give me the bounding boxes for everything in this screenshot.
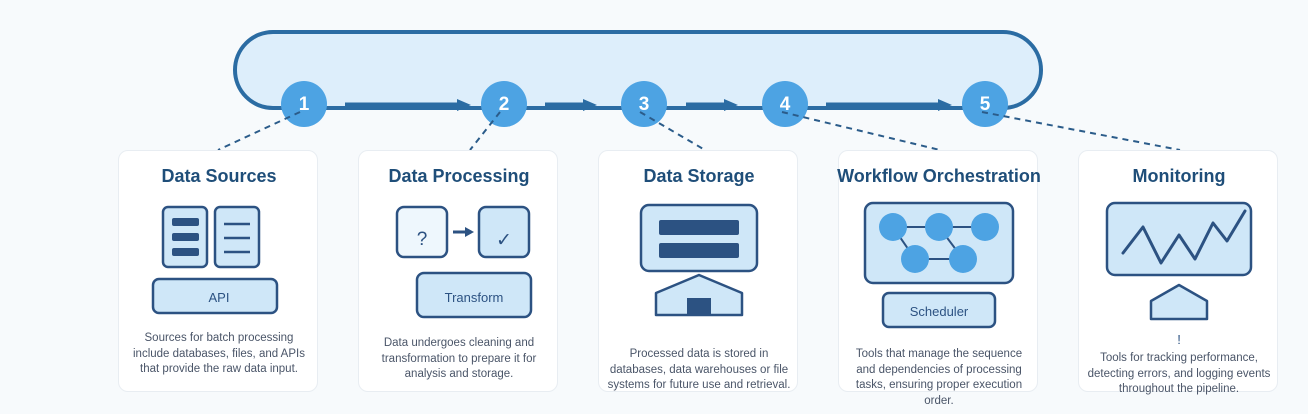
card-description: Data undergoes cleaning and transformati…	[381, 337, 537, 380]
card-title: Workflow Orchestration	[837, 166, 1041, 186]
pipeline-step-2[interactable]: 2	[481, 81, 527, 127]
card-title: Data Storage	[643, 166, 755, 186]
arrow-right-icon	[545, 99, 597, 111]
data-sources-illustration	[151, 205, 279, 315]
arrow-right-icon	[686, 99, 738, 111]
arrow-right-icon	[826, 99, 952, 111]
card-monitoring[interactable]: Monitoring ! Tools for tracking performa…	[1078, 150, 1278, 395]
pipeline-step-3[interactable]: 3	[621, 81, 667, 127]
transform-pill	[415, 271, 533, 319]
card-workflow-orchestration[interactable]: Workflow Orchestration Scheduler Tools t…	[837, 150, 1041, 407]
workflow-orchestration-illustration	[863, 201, 1015, 329]
check-box-icon	[477, 205, 531, 259]
alert-icon-label: !	[1177, 332, 1181, 347]
pipeline-step-3-label: 3	[638, 93, 650, 115]
card-title: Monitoring	[1132, 166, 1226, 186]
pipeline-step-4-label: 4	[779, 93, 791, 115]
monitoring-illustration	[1105, 201, 1253, 321]
check-box-label: ✓	[496, 230, 512, 251]
card-description: Processed data is stored in databases, d…	[607, 348, 791, 391]
pipeline-step-1[interactable]: 1	[281, 81, 327, 127]
data-processing-illustration	[395, 205, 533, 319]
pipeline-step-5[interactable]: 5	[962, 81, 1008, 127]
arrow-right-icon	[453, 227, 474, 237]
data-storage-illustration	[639, 203, 759, 317]
api-pill-label: API	[208, 290, 230, 305]
card-description: Tools for tracking performance, detectin…	[1087, 352, 1271, 395]
line-chart-icon	[1105, 201, 1253, 277]
document-lined-icon	[213, 205, 261, 269]
card-description: Sources for batch processing include dat…	[133, 332, 305, 375]
warehouse-icon	[654, 273, 744, 317]
card-data-storage[interactable]: Data Storage Processed data is stored in…	[598, 150, 798, 392]
question-box-label: ?	[416, 229, 428, 250]
database-icon	[639, 203, 759, 273]
pipeline-bar: 1 2 3 4 5	[233, 30, 1043, 127]
scheduler-pill-label: Scheduler	[909, 304, 969, 319]
card-description: Tools that manage the sequence and depen…	[855, 348, 1023, 407]
pipeline-step-5-label: 5	[979, 93, 991, 115]
scheduler-pill	[881, 291, 997, 329]
pipeline-step-4[interactable]: 4	[762, 81, 808, 127]
card-data-processing[interactable]: Data Processing ? ✓ Transform Data under…	[358, 150, 558, 392]
dag-graph-icon	[863, 201, 1015, 285]
pipeline-step-1-label: 1	[298, 93, 310, 115]
transform-pill-label: Transform	[444, 290, 504, 305]
document-filled-icon	[161, 205, 209, 269]
card-data-sources[interactable]: Data Sources API Sources for batch proce…	[118, 150, 318, 392]
pipeline-step-2-label: 2	[498, 93, 510, 115]
card-title: Data Processing	[388, 166, 530, 186]
card-title: Data Sources	[161, 166, 277, 186]
api-pill	[151, 277, 279, 315]
alert-icon	[1149, 283, 1209, 321]
question-box-icon	[395, 205, 449, 259]
arrow-right-icon	[345, 99, 471, 111]
